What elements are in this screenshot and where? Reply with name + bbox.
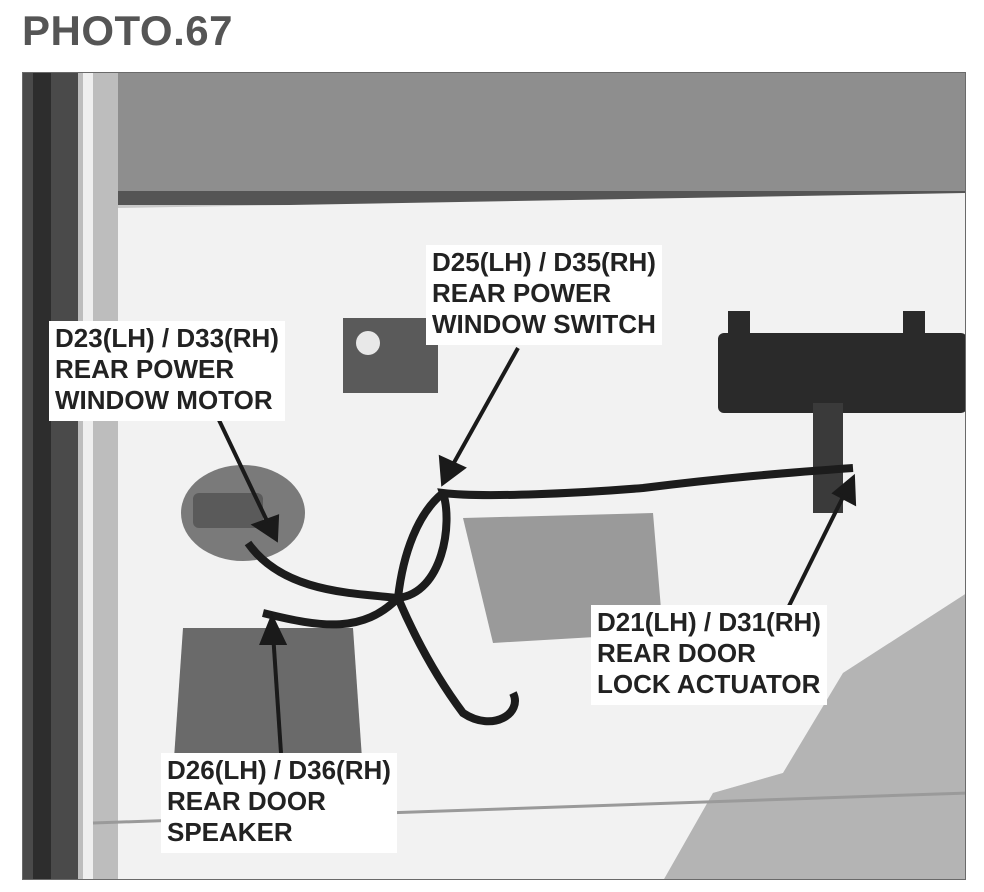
wire-harness — [244, 464, 854, 603]
callout-line: REAR POWER — [432, 278, 612, 309]
callout-line: REAR DOOR — [597, 638, 756, 669]
window-glass — [113, 73, 965, 203]
callout-lock-actuator: D21(LH) / D31(RH) REAR DOOR LOCK ACTUATO… — [591, 605, 827, 705]
door-speaker — [173, 628, 363, 773]
callout-line: REAR POWER — [55, 354, 235, 385]
callout-line: D21(LH) / D31(RH) — [597, 607, 821, 637]
callout-window-switch: D25(LH) / D35(RH) REAR POWER WINDOW SWIT… — [426, 245, 662, 345]
page-title: PHOTO.67 — [22, 7, 233, 54]
callout-line: D23(LH) / D33(RH) — [55, 323, 279, 353]
switch-connector — [343, 318, 438, 393]
callout-line: D26(LH) / D36(RH) — [167, 755, 391, 785]
callout-line: REAR DOOR — [167, 786, 326, 817]
callout-window-motor: D23(LH) / D33(RH) REAR POWER WINDOW MOTO… — [49, 321, 285, 421]
callout-line: SPEAKER — [167, 817, 293, 848]
door-photo: D25(LH) / D35(RH) REAR POWER WINDOW SWIT… — [22, 72, 966, 880]
callout-line: LOCK ACTUATOR — [597, 669, 821, 700]
callout-line: D25(LH) / D35(RH) — [432, 247, 656, 277]
callout-arrows — [216, 347, 857, 754]
callout-line: WINDOW MOTOR — [55, 385, 273, 416]
callout-line: WINDOW SWITCH — [432, 309, 656, 340]
window-regulator — [718, 333, 965, 413]
callout-door-speaker: D26(LH) / D36(RH) REAR DOOR SPEAKER — [161, 753, 397, 853]
